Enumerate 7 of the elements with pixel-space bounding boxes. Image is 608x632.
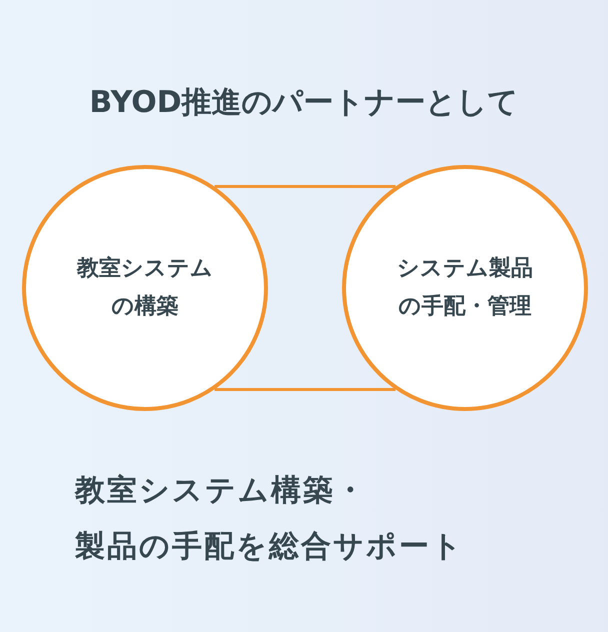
node-label: 教室システムの構築 [76, 254, 214, 321]
summary-text: 製品の手配を総合サポート [75, 528, 464, 566]
connector-line [214, 185, 396, 188]
connector-line [214, 388, 396, 391]
title: BYOD推進のパートナーとして [88, 84, 520, 122]
node-label: システム製品の手配・管理 [396, 255, 534, 321]
summary-text: 教室システム構築・ [75, 472, 367, 510]
